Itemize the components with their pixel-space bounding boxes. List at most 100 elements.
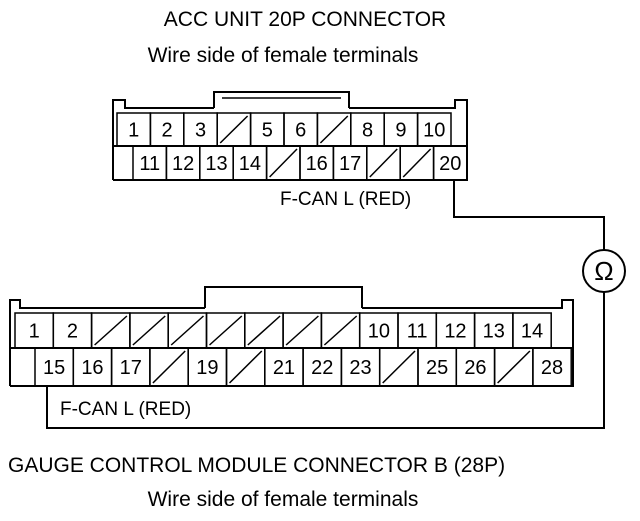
- acc-top-terminal: 6: [283, 112, 319, 147]
- gauge-top-terminal-number: 10: [368, 321, 390, 343]
- acc-bottom-terminal: 11: [132, 145, 168, 181]
- acc-latch: [213, 91, 350, 108]
- acc-top-terminal: 10: [416, 112, 452, 147]
- acc-top-terminal-number: 8: [362, 120, 373, 142]
- gauge-bottom-terminal-number: 16: [81, 357, 103, 379]
- gauge-top-terminal: [320, 312, 361, 349]
- gauge-bottom-terminal: 21: [264, 347, 304, 387]
- acc-top-terminal: 1: [116, 112, 152, 147]
- gauge-top-terminal-number: 2: [67, 321, 78, 343]
- gauge-wire-label: F-CAN L (RED): [60, 399, 191, 420]
- gauge-bottom-terminal: 25: [417, 347, 458, 387]
- acc-test-lead: [453, 180, 605, 250]
- gauge-bottom-terminal-number: 19: [196, 357, 218, 379]
- gauge-bottom-terminal: 17: [110, 347, 151, 387]
- acc-top-terminal: [216, 112, 252, 147]
- acc-bottom-terminal-number: 12: [172, 153, 194, 175]
- gauge-top-terminal-number: 11: [407, 321, 428, 343]
- gauge-bottom-terminal-number: 17: [120, 357, 142, 379]
- acc-wire-label: F-CAN L (RED): [280, 189, 411, 210]
- gauge-latch: [204, 286, 363, 308]
- acc-top-terminal: 9: [383, 112, 419, 147]
- gauge-bottom-empty-terminal-slash: [382, 350, 416, 384]
- gauge-bottom-terminal: [378, 347, 419, 387]
- acc-connector-subtitle: Wire side of female terminals: [148, 44, 419, 67]
- acc-bottom-terminal-number: 17: [339, 153, 361, 175]
- gauge-bottom-terminal-number: 23: [349, 357, 371, 379]
- gauge-connector-title: GAUGE CONTROL MODULE CONNECTOR B (28P): [8, 454, 505, 477]
- gauge-top-empty-terminal-slash: [323, 315, 358, 346]
- gauge-top-terminal: [244, 312, 284, 349]
- gauge-bottom-terminal: [225, 347, 266, 387]
- acc-top-terminal-number: 2: [162, 120, 173, 142]
- gauge-top-empty-terminal-slash: [285, 315, 319, 346]
- acc-top-terminal-number: 10: [423, 120, 445, 142]
- acc-bottom-terminal: [399, 145, 435, 181]
- gauge-bottom-terminal-number: 28: [541, 357, 563, 379]
- acc-top-terminal-number: 9: [395, 120, 406, 142]
- acc-bottom-terminal-number: 13: [205, 153, 227, 175]
- gauge-bottom-terminal: 19: [187, 347, 228, 387]
- acc-bottom-terminal: 16: [299, 145, 335, 181]
- gauge-bottom-terminal: 23: [340, 347, 381, 387]
- gauge-top-terminal: 1: [14, 312, 55, 349]
- gauge-bottom-empty-terminal-slash: [228, 350, 263, 384]
- acc-top-terminal: [316, 112, 352, 147]
- gauge-bottom-terminal-number: 22: [311, 357, 333, 379]
- acc-bottom-terminal: [366, 145, 401, 181]
- gauge-bottom-terminal-number: 25: [426, 357, 448, 379]
- gauge-top-terminal: [90, 312, 131, 349]
- gauge-top-empty-terminal-slash: [247, 315, 281, 346]
- gauge-bottom-terminal: [493, 347, 534, 387]
- ohmmeter-circle: [582, 249, 626, 293]
- acc-top-empty-terminal-slash: [219, 115, 249, 144]
- gauge-top-terminal: [205, 312, 246, 349]
- acc-bottom-terminal: 17: [332, 145, 368, 181]
- acc-bottom-terminal-number: 14: [239, 153, 261, 175]
- gauge-connector-subtitle: Wire side of female terminals: [148, 488, 419, 511]
- acc-bottom-terminal: 14: [232, 145, 268, 181]
- acc-bottom-empty-terminal-slash: [402, 148, 432, 178]
- gauge-bottom-terminal-number: 15: [43, 357, 65, 379]
- acc-top-terminal: 8: [350, 112, 385, 147]
- gauge-top-terminal: 10: [358, 312, 399, 349]
- acc-top-terminal-number: 3: [195, 120, 206, 142]
- gauge-bottom-terminal-number: 26: [464, 357, 486, 379]
- gauge-bottom-terminal: 26: [455, 347, 496, 387]
- acc-top-terminal: 2: [149, 112, 185, 147]
- acc-bottom-terminal: 12: [165, 145, 201, 181]
- acc-bottom-terminal-number: 16: [306, 153, 328, 175]
- gauge-bottom-terminal: 22: [302, 347, 343, 387]
- acc-top-terminal-number: 1: [128, 120, 139, 142]
- acc-top-terminal-number: 6: [295, 120, 306, 142]
- gauge-top-terminal: 11: [397, 312, 438, 349]
- acc-bottom-empty-terminal-slash: [269, 148, 298, 178]
- gauge-bottom-row: 15 16 17 19 21 22 23 25 26 28: [34, 347, 572, 387]
- gauge-top-terminal-number: 13: [483, 321, 505, 343]
- gauge-top-empty-terminal-slash: [170, 315, 205, 346]
- gauge-top-terminal: [129, 312, 169, 349]
- ohmmeter-icon: Ω: [582, 249, 626, 293]
- gauge-bottom-terminal-number: 21: [273, 357, 295, 379]
- acc-top-terminal: 3: [183, 112, 218, 147]
- acc-bottom-terminal-number: 20: [439, 153, 461, 175]
- gauge-bottom-terminal: 15: [34, 347, 75, 387]
- gauge-bottom-empty-terminal-slash: [152, 350, 186, 384]
- acc-top-terminal-number: 5: [262, 120, 273, 142]
- acc-bottom-terminal-number: 11: [139, 153, 160, 175]
- ohm-symbol: Ω: [594, 256, 613, 286]
- gauge-shell-left: [9, 299, 205, 386]
- acc-bottom-terminal: 13: [199, 145, 234, 181]
- gauge-top-terminal-number: 12: [444, 321, 466, 343]
- gauge-test-lead: [46, 292, 605, 429]
- gauge-top-empty-terminal-slash: [208, 315, 243, 346]
- gauge-top-terminal: 12: [435, 312, 476, 349]
- acc-bottom-empty-terminal-slash: [369, 148, 398, 178]
- gauge-top-terminal: 13: [473, 312, 514, 349]
- gauge-top-terminal: [167, 312, 208, 349]
